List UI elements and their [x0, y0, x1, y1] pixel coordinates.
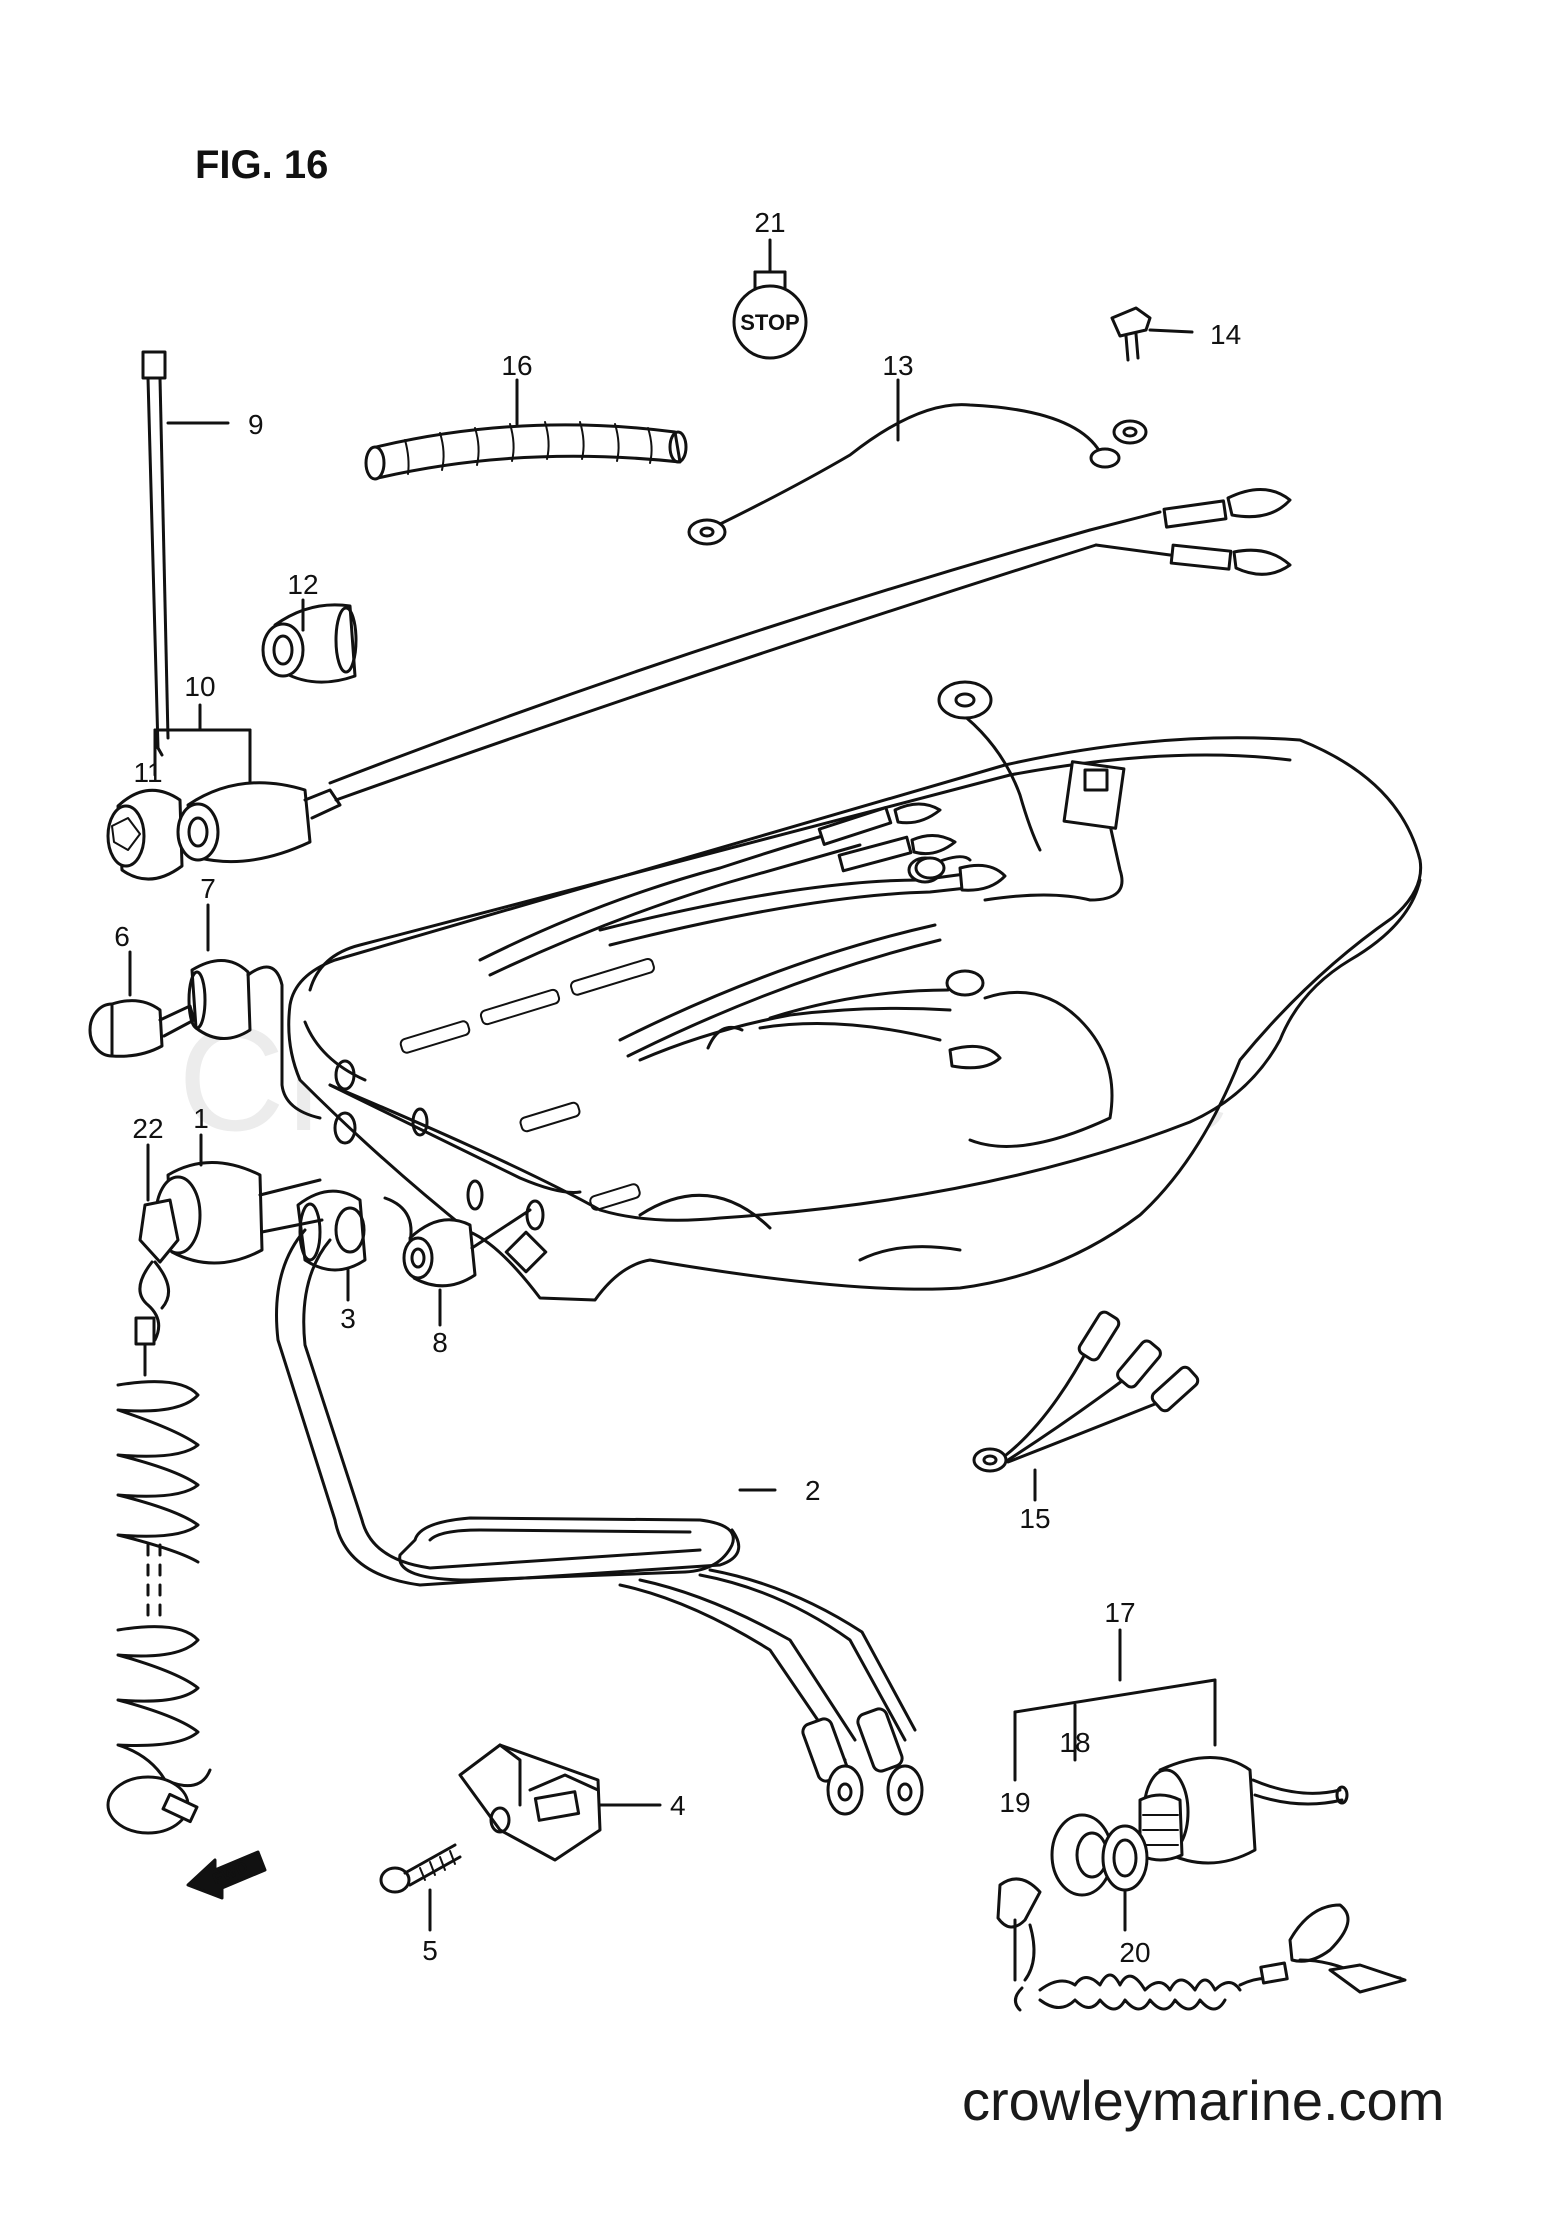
- part-15-wire-set: [972, 1310, 1200, 1502]
- callout-14: 14: [1210, 319, 1241, 350]
- part-harness-wires: [478, 680, 1126, 1070]
- callout-12: 12: [287, 569, 318, 600]
- part-14-screw: [1110, 306, 1194, 445]
- part-22-lanyard: [106, 1143, 212, 1835]
- fwd-arrow: FWD: [186, 1850, 267, 1900]
- part-6-switch-cap: [88, 950, 196, 1058]
- part-5-screw: [379, 1843, 462, 1932]
- part-7-switch-boot: [187, 903, 322, 1120]
- callout-19: 19: [999, 1787, 1030, 1818]
- callout-6: 6: [114, 921, 130, 952]
- callout-3: 3: [340, 1303, 356, 1334]
- callout-15: 15: [1019, 1503, 1050, 1534]
- callout-7: 7: [200, 873, 216, 904]
- stop-label: STOP: [740, 310, 800, 335]
- callout-10: 10: [184, 671, 215, 702]
- part-21-stop-plate: STOP: [732, 238, 808, 360]
- callout-bracket-10-11: [153, 703, 252, 792]
- callout-17: 17: [1104, 1597, 1135, 1628]
- callout-11: 11: [133, 757, 162, 788]
- callout-2: 2: [805, 1475, 821, 1506]
- part-11-coupler: [106, 788, 184, 881]
- part-12-grommet: [261, 598, 358, 684]
- callout-9: 9: [248, 409, 264, 440]
- part-16-spiral-tube: [364, 378, 688, 481]
- callout-22: 22: [132, 1113, 163, 1144]
- part-19-lanyard: [996, 1877, 1407, 2012]
- callout-bracket-17-20: [1013, 1628, 1217, 1782]
- part-1-stop-switch: [154, 1133, 324, 1265]
- part-9-cable-tie: [141, 350, 230, 757]
- callout-21: 21: [754, 207, 785, 238]
- callout-13: 13: [882, 350, 913, 381]
- part-3-grommet: [296, 1189, 413, 1302]
- part-4-clamp: [458, 1743, 662, 1862]
- part-8-grommet: [402, 1208, 532, 1327]
- callout-4: 4: [670, 1790, 686, 1821]
- part-13-ground-wire: [687, 378, 1121, 546]
- callout-18: 18: [1059, 1727, 1090, 1758]
- part-2-main-harness: [275, 1228, 924, 1816]
- callout-20: 20: [1119, 1937, 1150, 1968]
- figure-title: FIG. 16: [195, 143, 328, 187]
- part-17-switch: [1138, 1756, 1349, 1865]
- callout-8: 8: [432, 1327, 448, 1358]
- part-20-washer: [1101, 1824, 1149, 1932]
- site-url: crowleymarine.com: [962, 2069, 1445, 2132]
- callout-16: 16: [501, 350, 532, 381]
- part-10-coupler-lead: [176, 488, 1292, 864]
- callout-5: 5: [422, 1935, 438, 1966]
- callout-1: 1: [193, 1103, 209, 1134]
